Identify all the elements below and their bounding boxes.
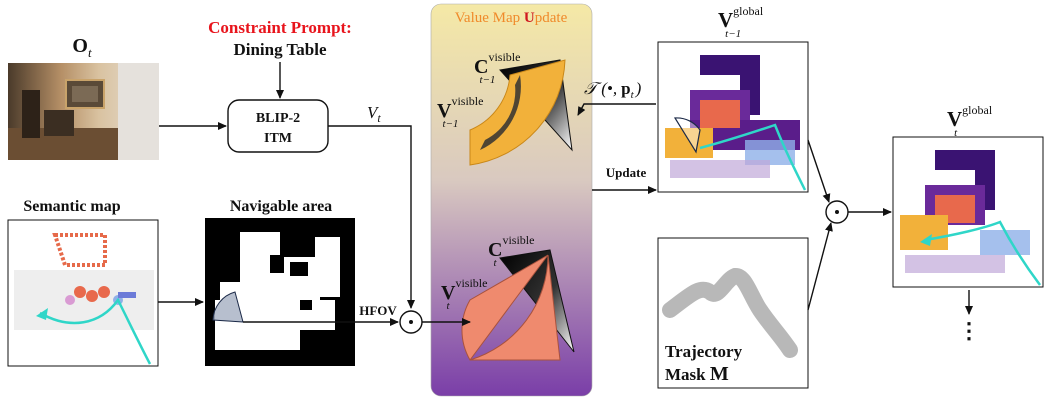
trajectory-line2: Mask M [665, 363, 729, 385]
semantic-map-label: Semantic map [23, 198, 120, 215]
trajectory-mask [657, 237, 809, 389]
itm-label: ITM [264, 131, 292, 146]
observation-image [8, 63, 159, 160]
constraint-object: Dining Table [233, 40, 327, 59]
value-output-label: Vt [367, 103, 381, 125]
constraint-title: Constraint Prompt: [208, 18, 352, 37]
global-map-current [892, 136, 1044, 288]
flow-arrows [158, 62, 973, 326]
transform-label: 𝒯 (•,pt) [584, 79, 642, 101]
prev-visible-maps [469, 59, 573, 166]
trajectory-line1: Trajectory [665, 342, 743, 361]
navigable-area-label: Navigable area [230, 198, 332, 215]
global-map-prev [657, 41, 809, 193]
hfov-cone [212, 291, 244, 323]
continuation-ellipsis: ⋮ [958, 318, 980, 343]
blip2-label: BLIP-2 [256, 111, 300, 126]
semantic-map-image [7, 219, 159, 367]
panel-title: Value Map Update [455, 10, 568, 26]
hfov-label: HFOV [359, 303, 397, 318]
current-visible-maps [461, 249, 575, 361]
update-label: Update [606, 165, 647, 180]
observation-label: Ot [72, 35, 92, 60]
navigable-area-image [205, 218, 355, 366]
